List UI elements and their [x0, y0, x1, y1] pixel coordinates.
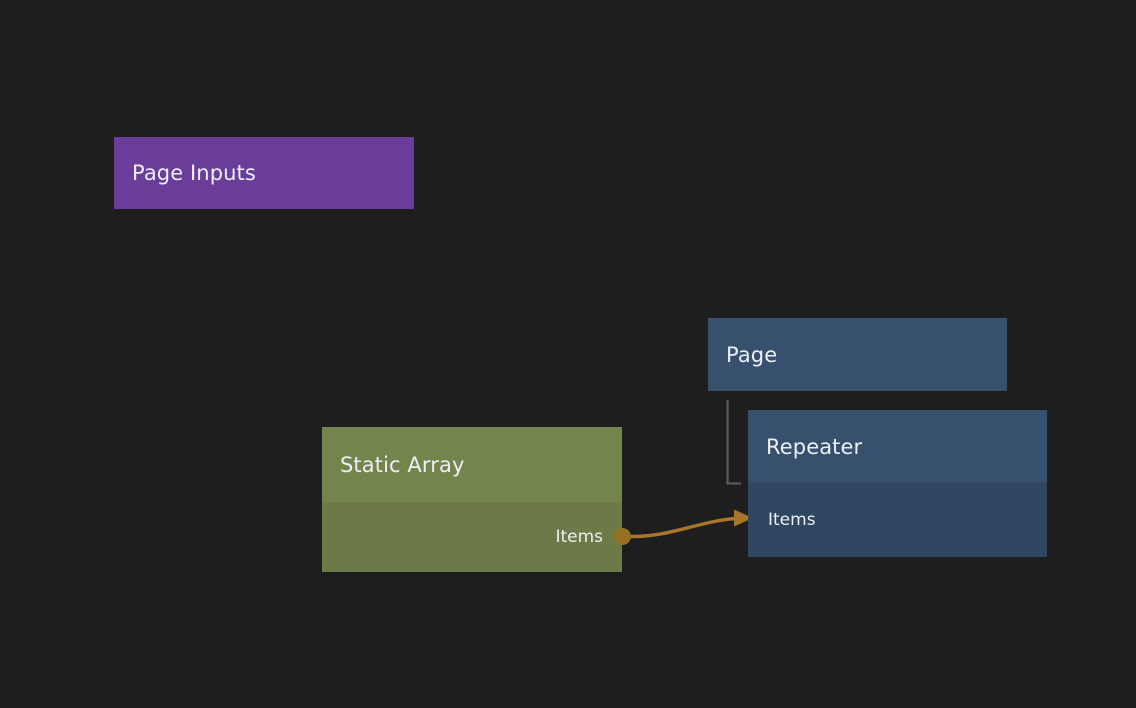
node-page-inputs-title: Page Inputs [132, 161, 256, 185]
node-static-array-title: Static Array [322, 427, 622, 502]
node-page-inputs[interactable]: Page Inputs [114, 137, 414, 209]
node-static-array[interactable]: Static Array Items [322, 427, 622, 572]
node-repeater[interactable]: Repeater Items [748, 410, 1047, 557]
node-repeater-title: Repeater [748, 410, 1047, 483]
node-repeater-input-port-items[interactable]: Items [748, 483, 1047, 557]
node-page-title: Page [726, 342, 778, 367]
edge-static-array-items-to-repeater-items[interactable] [629, 516, 744, 539]
port-dot-static-array-items[interactable] [614, 528, 631, 545]
node-page[interactable]: Page [708, 318, 1007, 391]
node-static-array-output-port-items[interactable]: Items [322, 502, 622, 572]
hierarchy-bracket-page-repeater [726, 400, 741, 485]
